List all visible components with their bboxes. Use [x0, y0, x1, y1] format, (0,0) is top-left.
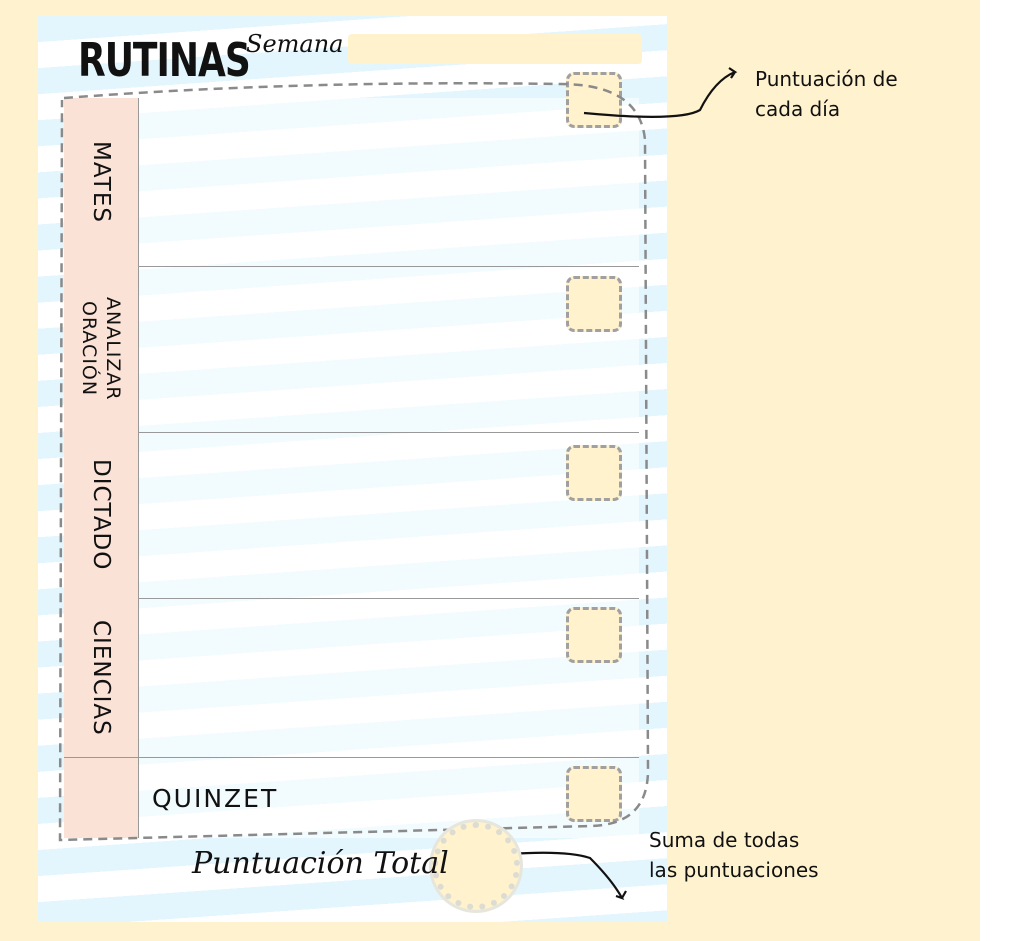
row-label-cell	[64, 758, 139, 838]
row-quinzet	[64, 758, 639, 838]
score-box-mates[interactable]	[566, 72, 622, 128]
week-label: Semana	[246, 30, 344, 58]
score-box-dictado[interactable]	[566, 445, 622, 501]
note-line: Puntuación de	[755, 67, 898, 91]
row-label-cell: CIENCIAS	[64, 598, 139, 757]
quinzet-text: QUINZET	[152, 784, 279, 813]
note-line: Suma de todas	[649, 828, 800, 852]
daily-score-note: Puntuación de cada día	[755, 64, 898, 124]
dashed-outline	[58, 82, 650, 842]
note-line: las puntuaciones	[649, 858, 819, 882]
row-label-cell: MATES	[64, 98, 139, 266]
page-title: RUTINAS	[78, 34, 251, 88]
score-box-analizar-oracion[interactable]	[566, 276, 622, 332]
row-ciencias: CIENCIAS	[64, 598, 639, 758]
daily-score-arrow	[583, 67, 738, 118]
total-score-label: Puntuación Total	[192, 846, 449, 881]
week-input[interactable]	[348, 34, 642, 64]
total-score-note: Suma de todas las puntuaciones	[649, 825, 819, 885]
total-score-seal[interactable]	[432, 822, 520, 910]
row-label: CIENCIAS	[88, 619, 114, 736]
row-label-cell: DICTADO	[64, 432, 139, 598]
row-label: MATES	[88, 141, 114, 223]
note-line: cada día	[755, 97, 841, 121]
row-dictado: DICTADO	[64, 432, 639, 599]
row-label: DICTADO	[88, 459, 114, 571]
row-mates: MATES	[64, 98, 639, 267]
row-label-line1: ANALIZAR	[102, 297, 124, 401]
row-label-line2: ORACIÓN	[78, 301, 100, 397]
score-box-quinzet[interactable]	[566, 766, 622, 822]
score-box-ciencias[interactable]	[566, 607, 622, 663]
